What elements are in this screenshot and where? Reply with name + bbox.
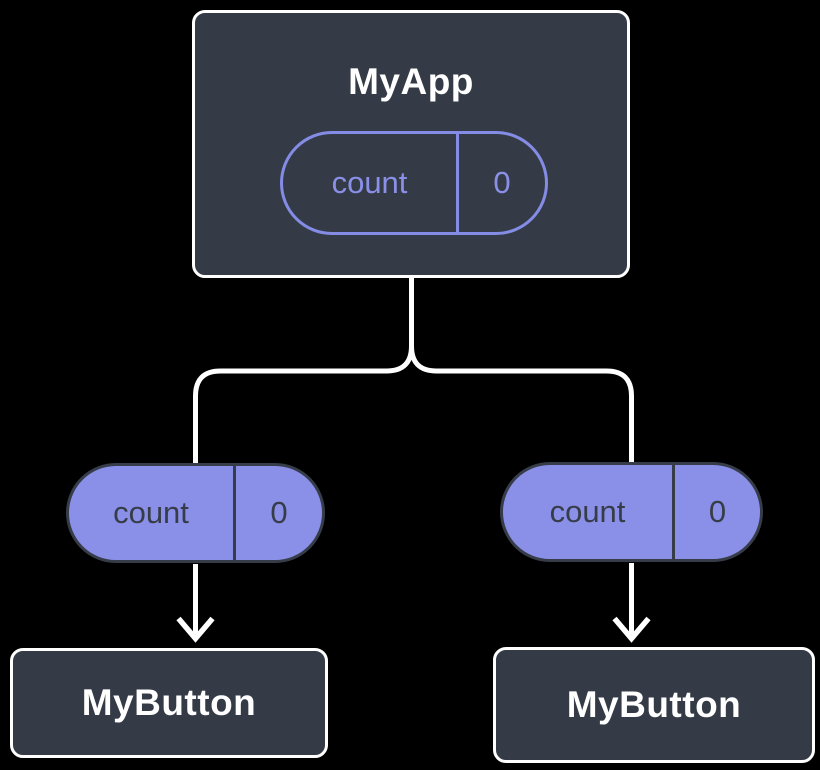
mybutton-node-left: MyButton [10, 648, 328, 758]
prop-value-label: 0 [270, 495, 288, 530]
myapp-node-title: MyApp [348, 61, 474, 102]
arrowhead-right-icon [612, 616, 651, 643]
mybutton-node-right: MyButton [493, 647, 815, 763]
prop-name-label: count [69, 466, 236, 560]
prop-name-label: count [503, 465, 675, 559]
state-pill: count 0 [280, 131, 548, 235]
state-value-label: 0 [493, 165, 511, 200]
prop-value-label: 0 [708, 494, 727, 529]
prop-pill-left: count 0 [66, 463, 325, 563]
branch-connector-left [193, 277, 414, 464]
branch-connector-right [409, 277, 634, 464]
mybutton-node-title: MyButton [81, 682, 257, 723]
myapp-node: MyApp count 0 [192, 10, 630, 278]
prop-pill-right: count 0 [500, 462, 763, 562]
state-name-label: count [283, 134, 459, 232]
arrowhead-left-icon [176, 616, 215, 643]
mybutton-node-title: MyButton [566, 684, 742, 725]
